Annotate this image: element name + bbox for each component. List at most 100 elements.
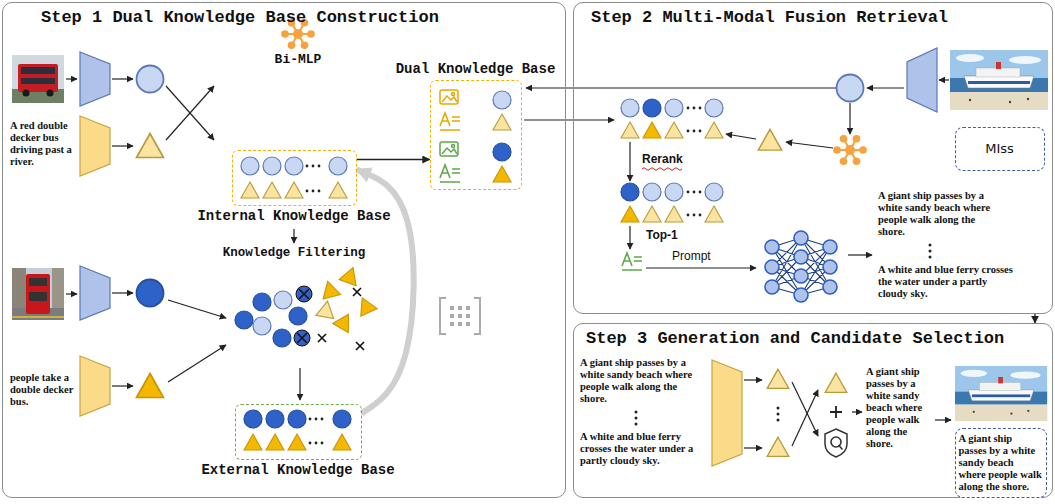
bus-photo — [12, 55, 64, 103]
dual-kb-entries — [493, 166, 511, 182]
label-text: A giant ship passes by a white sandy bea… — [580, 357, 704, 405]
external-embeddings — [266, 434, 284, 450]
llm-icon — [794, 288, 808, 302]
filtering-scatter — [353, 288, 361, 296]
dual-kb-entries — [440, 90, 458, 104]
dual-kb-entries — [440, 113, 460, 130]
llm-icon — [823, 260, 837, 274]
bus-photo — [21, 67, 55, 74]
selection-flow — [792, 390, 818, 446]
knowledge-base-box: External Knowledge Base — [235, 404, 362, 460]
filtering-scatter — [354, 294, 377, 316]
reranked-stack — [705, 183, 723, 201]
reranked-stack — [665, 206, 683, 222]
encoder-flow — [66, 78, 77, 79]
encoder-flow — [66, 266, 300, 416]
step-heading: Step 3 Generation and Candidate Selectio… — [574, 324, 1052, 349]
internal-embeddings — [263, 157, 281, 175]
feedback-arrow — [357, 170, 414, 414]
grid-icon — [458, 322, 462, 326]
process-label: Rerank — [642, 152, 702, 167]
bus-photo — [26, 274, 50, 314]
ellipsis-dots — [777, 407, 780, 422]
retrieval-flow — [629, 226, 630, 249]
encoder-flow — [293, 229, 294, 243]
retrieval-flow — [726, 134, 756, 139]
dual-kb-entries — [493, 143, 511, 161]
external-embeddings — [244, 410, 351, 450]
grid-icon — [466, 322, 470, 326]
query-shield-icon — [825, 429, 847, 457]
label-text: people take a double decker bus. — [10, 372, 76, 408]
step-heading: Step 2 Multi-Modal Fusion Retrieval — [574, 3, 1052, 28]
dual-kb-entries — [440, 90, 511, 182]
retrieved-stack — [665, 99, 683, 117]
llm-icon — [794, 231, 808, 245]
grid-icon — [458, 314, 462, 318]
filtering-scatter — [316, 300, 337, 319]
dual-kb-entries — [440, 142, 458, 156]
caption-text: A white and blue ferry crosses the water… — [580, 431, 708, 467]
process-label: Top-1 — [646, 228, 696, 243]
image-embedding — [137, 280, 164, 307]
connector-arrow — [357, 159, 430, 160]
retrieval-flow — [867, 87, 904, 88]
retrieved-stack — [621, 99, 639, 117]
external-embeddings — [333, 434, 351, 450]
retrieval-flow — [629, 142, 630, 181]
retrieved-stack — [687, 130, 702, 133]
internal-embeddings — [285, 157, 303, 175]
mapped-text-embedding — [758, 129, 781, 150]
grid-icon — [466, 306, 470, 310]
bus-photo — [12, 268, 64, 320]
reranked-stack — [705, 206, 723, 222]
label-text: A giant ship passes by a white sandy bea… — [878, 190, 1000, 238]
retrieval-flow — [786, 142, 833, 148]
dual-kb-entries — [493, 91, 511, 109]
internal-embeddings — [329, 182, 347, 198]
encoder-flow — [66, 293, 77, 294]
internal-embeddings — [241, 157, 347, 198]
encoder-flow — [168, 300, 226, 318]
filtering-scatter — [235, 264, 377, 350]
retrieval-flow — [646, 267, 756, 268]
label-text: Bi-MLP — [258, 52, 338, 68]
caption-text: A giant ship passes by a white sandy bea… — [878, 190, 1000, 238]
caption-text: A white and blue ferry crosses the water… — [878, 264, 1018, 300]
selection-flow — [712, 360, 742, 466]
knowledge-base-heading: Dual Knowledge Base — [396, 61, 556, 78]
external-embeddings — [244, 410, 262, 428]
llm-icon — [765, 240, 779, 254]
query-shield-icon — [839, 445, 843, 450]
box-text: A giant ship passes by a white sandy bea… — [959, 433, 1043, 493]
box-content: A giant ship passes by a white sandy bea… — [956, 431, 1046, 495]
selection-flow — [792, 382, 818, 436]
sum-embedding — [825, 373, 847, 392]
process-label: Prompt — [672, 249, 732, 264]
filtering-scatter — [235, 311, 253, 329]
grid-icon — [450, 314, 454, 318]
llm-icon — [772, 238, 830, 295]
llm-icon — [823, 240, 837, 254]
filtering-scatter — [333, 310, 357, 333]
llm-icon — [765, 260, 779, 274]
filtering-scatter — [253, 293, 271, 311]
encoder-flow — [112, 145, 133, 146]
label-text: Rerank — [642, 152, 702, 167]
heading-anchor: Dual Knowledge Base — [396, 61, 556, 78]
filtering-scatter — [319, 279, 341, 299]
external-embeddings — [288, 434, 306, 450]
bus-photo — [21, 78, 55, 84]
filtering-scatter — [294, 330, 310, 346]
knowledge-base-heading: External Knowledge Base — [201, 462, 394, 479]
external-embeddings — [309, 442, 324, 445]
grid-icon — [440, 298, 480, 334]
step-heading: Step 1 Dual Knowledge Base Construction — [3, 3, 565, 28]
external-embeddings — [244, 434, 262, 450]
box-text: MIss — [959, 141, 1041, 157]
encoder-flow — [112, 292, 133, 293]
encoder-flow — [80, 356, 110, 416]
query-embedding — [837, 75, 864, 102]
llm-icon — [823, 280, 837, 294]
